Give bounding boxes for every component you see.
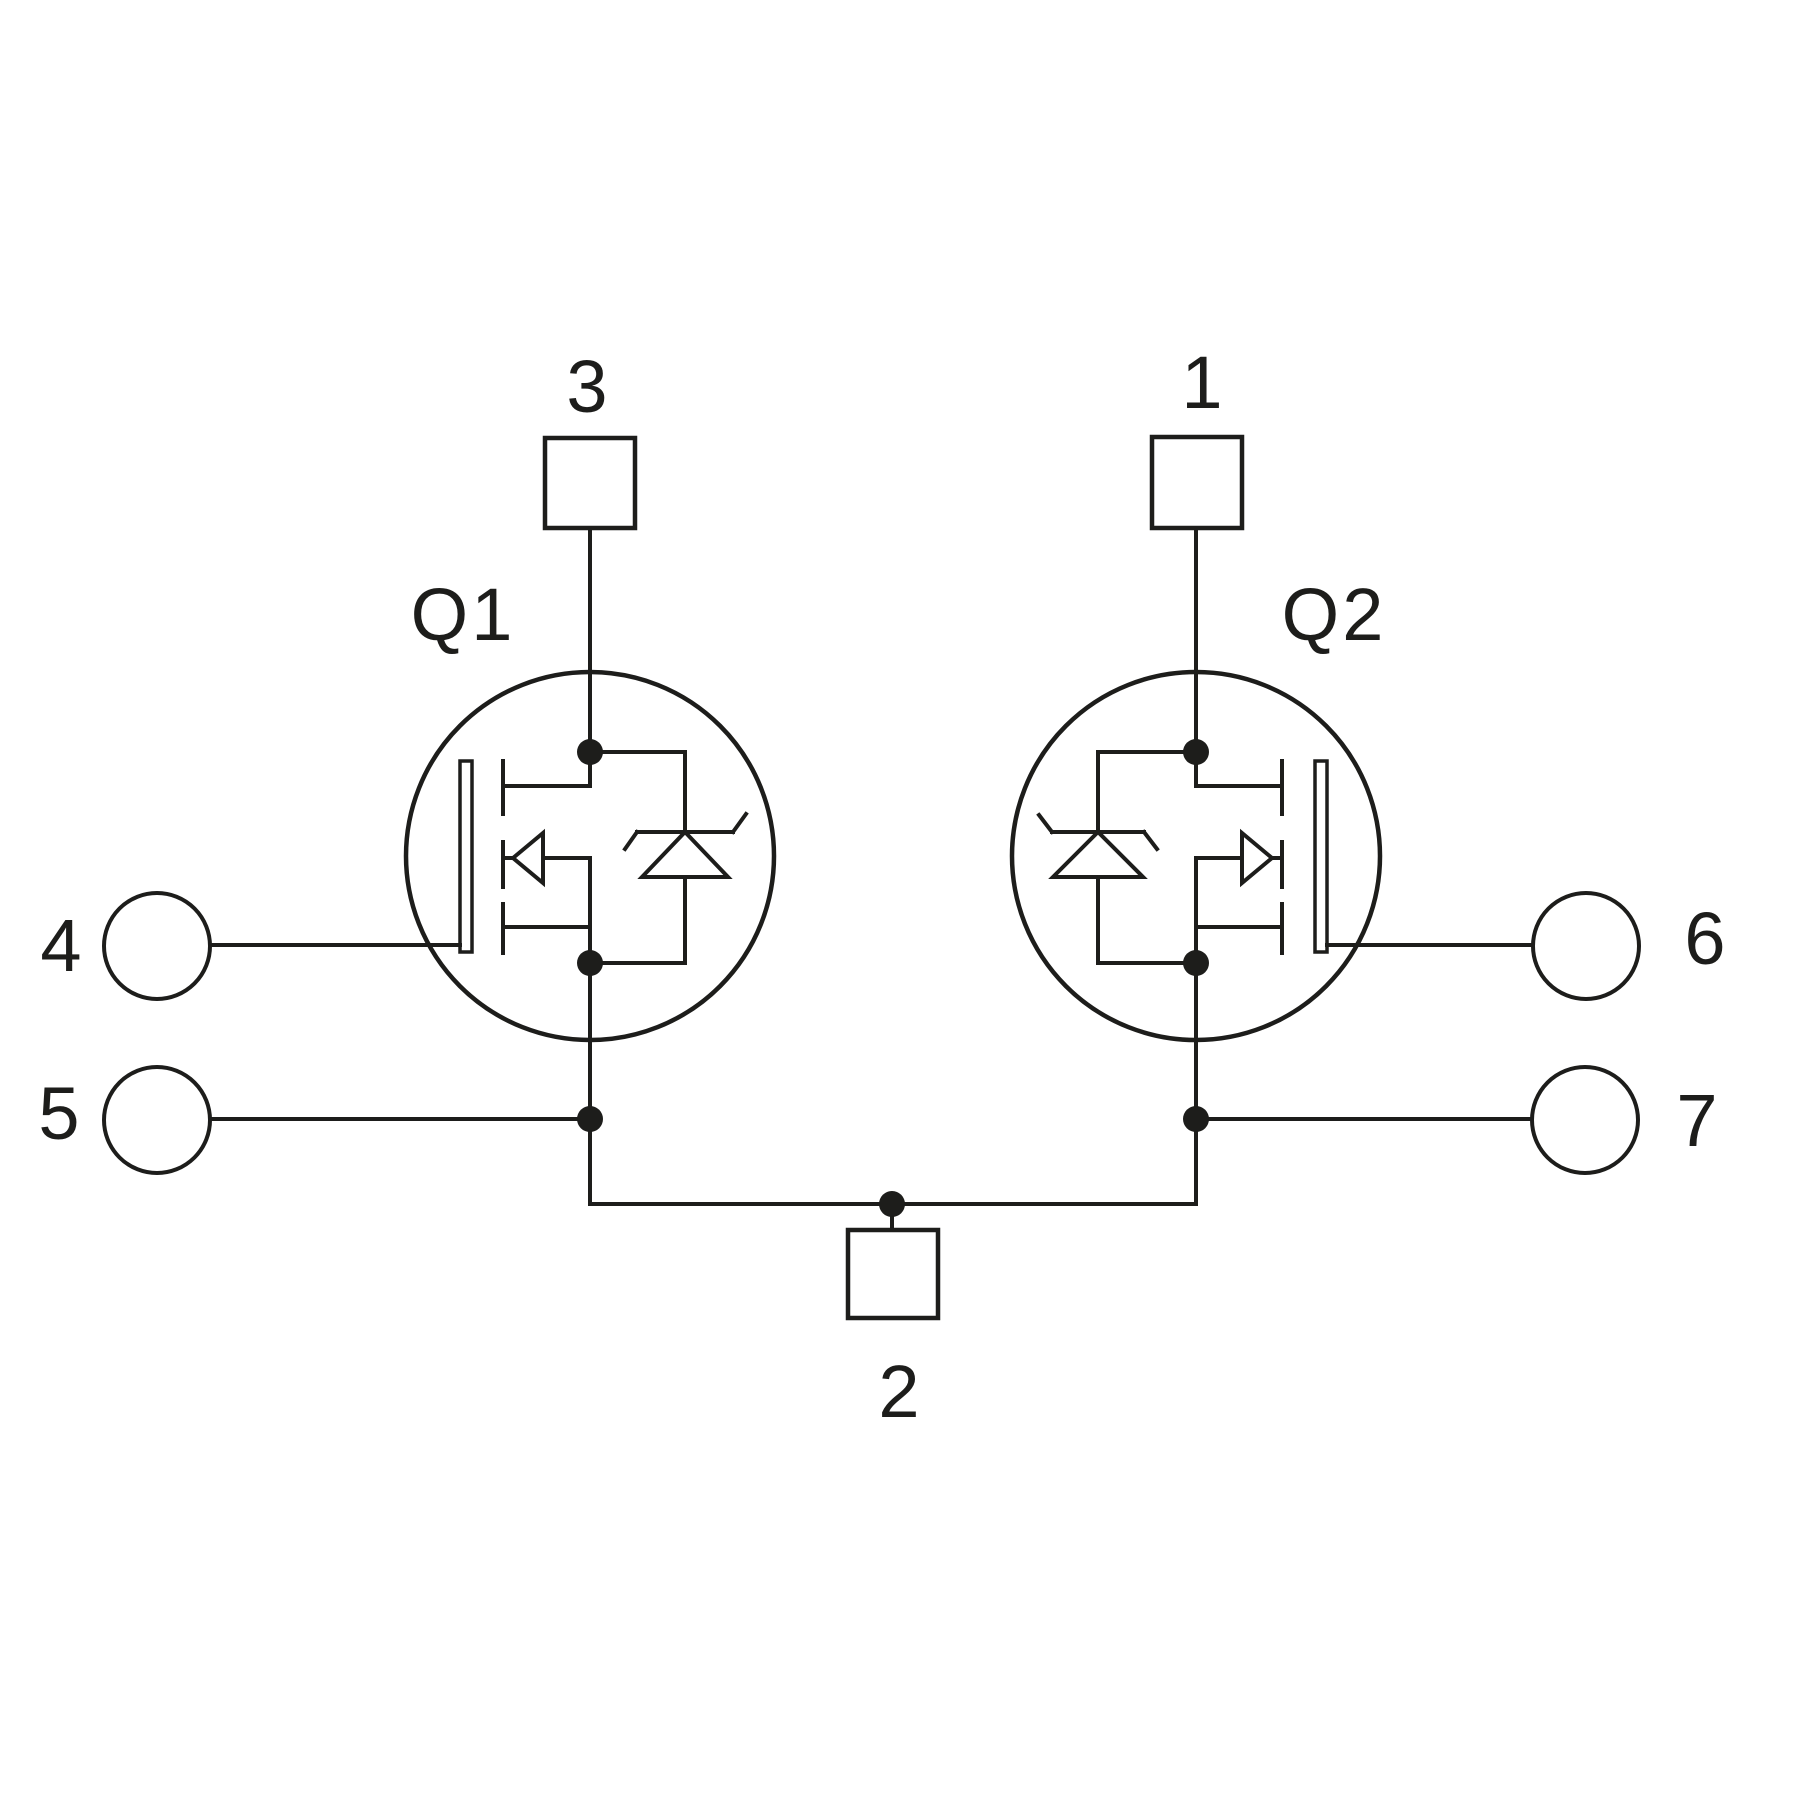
interconnect-wires (208, 943, 1535, 1232)
q1-source-lead (501, 856, 592, 1206)
transistor-q2: Q2 (1009, 526, 1387, 1206)
rail-junction-dot (879, 1191, 905, 1217)
pin2-label: 2 (878, 1350, 919, 1433)
pin1-pad (1149, 434, 1245, 531)
pin1-label: 1 (1181, 341, 1222, 424)
q1-gate-bar (458, 759, 474, 954)
q2-drain-lead (1194, 526, 1284, 788)
q1-zener-triangle-icon (637, 829, 733, 879)
pin3-pad (542, 435, 638, 531)
pin4-terminal (102, 891, 212, 1001)
q2-source-junction-dot (1183, 950, 1209, 976)
pin5-junction-dot (577, 1106, 603, 1132)
pin-labels: 3 1 4 5 6 7 2 (38, 341, 1725, 1433)
q2-drain-junction-dot (1183, 739, 1209, 765)
pin6-terminal (1531, 891, 1641, 1001)
pin4-label: 4 (40, 904, 81, 987)
q2-designator-label: Q2 (1282, 573, 1387, 656)
transistor-q1: Q1 (403, 526, 777, 1206)
q2-gate-bar (1313, 759, 1329, 954)
pin7-label: 7 (1676, 1079, 1717, 1162)
q2-body-arrow-icon (1240, 828, 1276, 888)
pin7-junction-dot (1183, 1106, 1209, 1132)
q1-drain-junction-dot (577, 739, 603, 765)
square-pads (542, 434, 1245, 1321)
pin6-label: 6 (1684, 897, 1725, 980)
q1-drain-lead (501, 526, 592, 788)
q2-zener-triangle-icon (1048, 829, 1148, 879)
pin3-label: 3 (566, 345, 607, 428)
pin5-label: 5 (38, 1072, 79, 1155)
pin5-terminal (102, 1065, 212, 1175)
q1-body-arrow-icon (509, 828, 545, 888)
round-terminals (102, 891, 1641, 1175)
pin7-terminal (1530, 1065, 1640, 1175)
pin2-pad (845, 1227, 941, 1321)
q1-source-junction-dot (577, 950, 603, 976)
q1-designator-label: Q1 (411, 573, 516, 656)
q2-source-lead (1194, 856, 1284, 1206)
